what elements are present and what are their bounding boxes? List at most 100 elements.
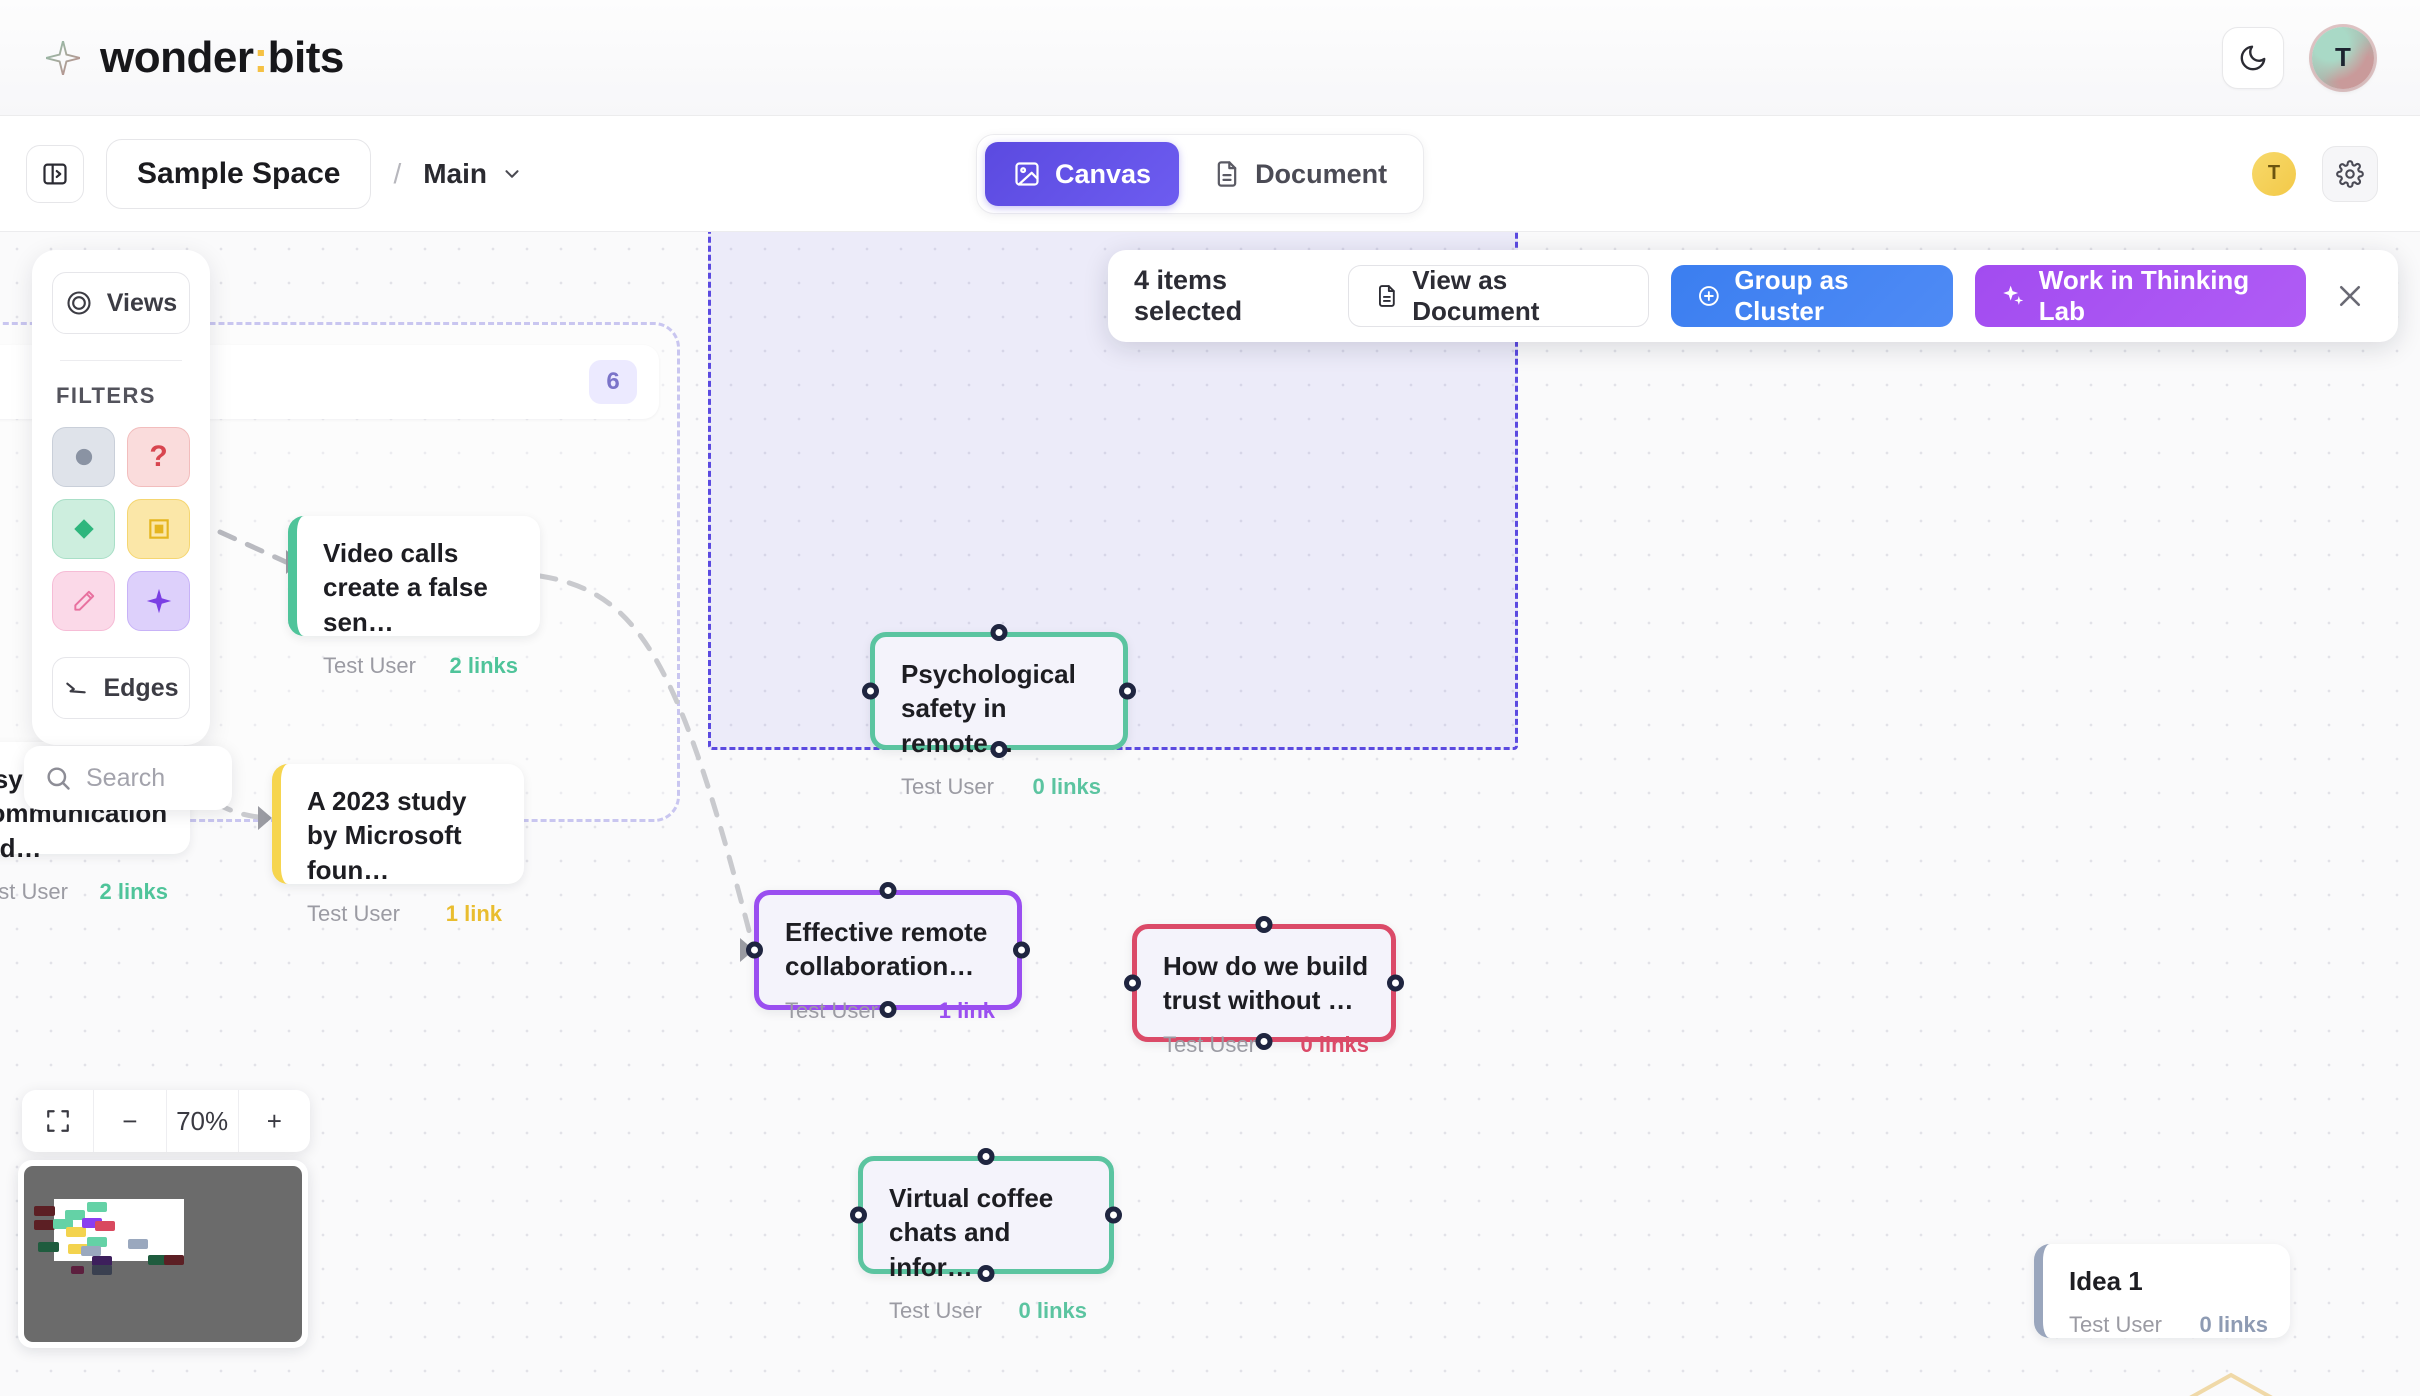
top-bar: wonder:bits T <box>0 0 2420 116</box>
connection-handle-top[interactable] <box>990 624 1008 641</box>
tab-canvas[interactable]: Canvas <box>985 142 1180 206</box>
close-selection-button[interactable] <box>2328 272 2372 320</box>
edges-button[interactable]: Edges <box>52 657 190 719</box>
minimap-node <box>38 1242 59 1252</box>
zoom-level-label: 70% <box>167 1090 239 1152</box>
tab-document[interactable]: Document <box>1185 142 1415 206</box>
space-name-label: Sample Space <box>137 156 341 190</box>
filter-chip-note[interactable] <box>52 427 115 487</box>
connection-handle-left[interactable] <box>862 682 879 700</box>
minimap-node <box>87 1237 107 1247</box>
node-links: 0 links <box>1300 1031 1369 1057</box>
subbar-actions: T <box>2252 145 2378 202</box>
connection-handle-right[interactable] <box>1119 682 1136 700</box>
panel-left-icon <box>43 163 67 184</box>
node-title: Video calls create a false sen… <box>323 538 488 637</box>
view-mode-tabs: Canvas Document <box>976 134 1425 214</box>
gear-icon <box>2336 159 2364 188</box>
filter-chip-insight[interactable] <box>52 499 115 559</box>
connection-handle-right[interactable] <box>1105 1206 1122 1224</box>
node-title: How do we build trust without … <box>1163 951 1369 1016</box>
minimap-node <box>68 1244 88 1254</box>
brand-logo[interactable]: wonder:bits <box>46 33 344 83</box>
pencil-icon <box>73 590 94 611</box>
minimap-node <box>65 1210 85 1220</box>
group-as-cluster-label: Group as Cluster <box>1734 265 1849 326</box>
minimap[interactable] <box>18 1160 308 1348</box>
search-icon <box>47 767 70 790</box>
bee-badge[interactable]: 🐝 <box>2175 1372 2287 1396</box>
node-title: Psychological safety in remote… <box>901 659 1076 758</box>
node-card[interactable]: A 2023 study by Microsoft foun… Test Use… <box>272 764 524 926</box>
hexagon-icon <box>2189 1372 2273 1396</box>
minimap-node <box>87 1202 107 1212</box>
filter-chip-ai[interactable] <box>127 571 190 631</box>
connection-handle-top[interactable] <box>879 882 897 899</box>
zoom-out-button[interactable]: − <box>94 1090 167 1152</box>
node-title: Effective remote collaboration… <box>785 917 988 982</box>
connection-handle-left[interactable] <box>1124 974 1141 992</box>
filter-chip-evidence[interactable] <box>127 499 190 559</box>
edge-icon <box>66 682 87 694</box>
search-input[interactable] <box>86 763 206 793</box>
connection-handle-bottom[interactable] <box>1255 1033 1273 1050</box>
plus-circle-icon <box>1698 286 1719 306</box>
sparkle-icon <box>46 40 80 75</box>
minimap-canvas[interactable] <box>24 1166 302 1342</box>
node-author: Test User <box>2069 1312 2162 1338</box>
connection-handle-right[interactable] <box>1387 974 1404 992</box>
filter-chip-question[interactable]: ? <box>127 427 190 487</box>
views-button[interactable]: Views <box>52 272 190 334</box>
filters-section-label: FILTERS <box>56 383 156 408</box>
brand-name-main: wonder <box>100 32 254 82</box>
zoom-controls: − 70% + <box>22 1090 310 1152</box>
minimap-node <box>95 1221 115 1231</box>
canvas-area[interactable]: 6 Asy… communication red… Test User 2 li… <box>0 232 2420 1396</box>
node-links: 0 links <box>2199 1312 2268 1338</box>
node-author: Test User <box>1163 1031 1256 1057</box>
branch-selector[interactable]: Main <box>423 158 523 190</box>
minimap-node <box>34 1206 55 1216</box>
search-box[interactable] <box>24 746 232 810</box>
connection-handle-top[interactable] <box>977 1148 995 1165</box>
connection-handle-top[interactable] <box>1255 916 1273 933</box>
zoom-in-button[interactable]: + <box>239 1090 310 1152</box>
group-as-cluster-button[interactable]: Group as Cluster <box>1670 265 1954 327</box>
connection-handle-bottom[interactable] <box>879 1001 897 1018</box>
view-as-document-button[interactable]: View as Document <box>1347 265 1649 327</box>
node-author: Test User <box>0 878 68 904</box>
file-text-icon <box>1217 161 1237 187</box>
connection-handle-left[interactable] <box>850 1206 867 1224</box>
node-card-selected[interactable]: Psychological safety in remote… Test Use… <box>862 624 1136 799</box>
top-bar-actions: T <box>2222 26 2374 89</box>
connection-handle-left[interactable] <box>746 941 763 959</box>
node-card[interactable]: Video calls create a false sen… Test Use… <box>288 516 540 678</box>
node-card[interactable]: Idea 1 Test User 0 links <box>2034 1244 2290 1338</box>
branch-label: Main <box>423 157 487 189</box>
node-card-selected[interactable]: Effective remote collaboration… Test Use… <box>746 882 1030 1023</box>
work-in-thinking-lab-button[interactable]: Work in Thinking Lab <box>1975 265 2306 327</box>
node-card-selected[interactable]: How do we build trust without … Test Use… <box>1124 916 1404 1057</box>
minimap-node <box>34 1220 55 1230</box>
zoom-in-label: + <box>266 1105 282 1136</box>
sidebar-toggle-button[interactable] <box>26 144 84 203</box>
theme-toggle-button[interactable] <box>2222 26 2284 89</box>
connection-handle-right[interactable] <box>1013 941 1030 959</box>
node-links: 1 link <box>445 900 502 926</box>
sparkle-icon <box>2003 285 2024 305</box>
node-card-selected[interactable]: Virtual coffee chats and infor… Test Use… <box>850 1148 1122 1323</box>
user-avatar[interactable]: T <box>2312 26 2374 89</box>
member-avatar[interactable]: T <box>2252 151 2296 196</box>
node-meta: Test User 1 link <box>307 901 502 927</box>
filter-chip-grid: ? <box>52 427 190 631</box>
fit-screen-button[interactable] <box>22 1090 95 1152</box>
filter-chip-sketch[interactable] <box>52 571 115 631</box>
space-name-button[interactable]: Sample Space <box>106 138 372 209</box>
moon-icon <box>2240 45 2266 70</box>
settings-button[interactable] <box>2322 145 2378 202</box>
diamond-icon <box>73 519 94 539</box>
views-label: Views <box>106 288 178 317</box>
connection-handle-bottom[interactable] <box>977 1265 995 1282</box>
connection-handle-bottom[interactable] <box>990 741 1008 758</box>
node-meta: Test User 2 links <box>323 653 518 679</box>
